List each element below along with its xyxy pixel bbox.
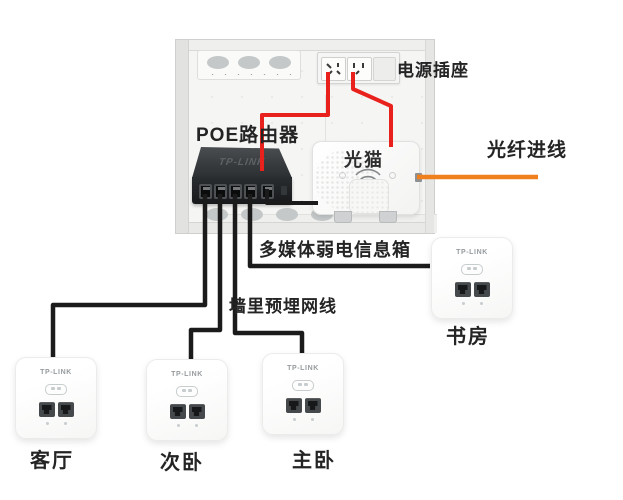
ap-ports <box>147 404 227 419</box>
modem-mark <box>389 172 396 179</box>
switch-port <box>261 184 274 199</box>
ap-ports <box>432 282 512 297</box>
rj45-port <box>188 404 205 419</box>
rj45-port <box>304 398 321 413</box>
rj45-port <box>169 404 186 419</box>
ap-indicator <box>461 264 483 275</box>
power-socket-label: 电源插座 <box>397 61 469 80</box>
embedded-cable-label: 墙里预埋网线 <box>229 297 337 316</box>
rj45-port <box>454 282 471 297</box>
ap-port-dots <box>16 422 96 425</box>
ap-indicator <box>176 386 198 397</box>
rj45-port <box>473 282 490 297</box>
room-label-living-room: 客厅 <box>30 450 74 472</box>
ap-indicator <box>292 380 314 391</box>
ap-indicator <box>45 384 67 395</box>
socket-outlet <box>347 57 372 81</box>
switch-port <box>244 184 257 199</box>
wall-ap-study: TP-LINK <box>431 237 513 319</box>
cable-bracket-top <box>197 50 301 80</box>
modem-flap <box>349 179 389 214</box>
ap-brand-logo: TP-LINK <box>287 365 319 372</box>
cable-hole <box>241 208 263 221</box>
room-label-study: 书房 <box>446 326 490 348</box>
poe-switch: TP-LINK <box>192 147 292 204</box>
wall-ap-second-bedroom: TP-LINK <box>146 359 228 441</box>
wall-ap-living-room: TP-LINK <box>15 357 97 439</box>
socket-blank-module <box>373 57 396 81</box>
box-left-flange <box>176 40 189 233</box>
fiber-inlet-label: 光纤进线 <box>487 140 568 161</box>
socket-outlet <box>321 57 346 81</box>
ap-port-dots <box>432 302 512 305</box>
switch-front-face <box>192 177 292 204</box>
room-label-master-bedroom: 主卧 <box>292 450 336 472</box>
socket-pins-icon <box>326 63 341 75</box>
switch-led <box>281 186 287 195</box>
rj45-port <box>57 402 74 417</box>
modem-mark <box>339 172 346 179</box>
room-label-second-bedroom: 次卧 <box>160 452 204 474</box>
cable-hole <box>276 208 298 221</box>
cable-hole <box>207 56 229 69</box>
modem-foot <box>334 211 352 223</box>
switch-brand-logo: TP-LINK <box>217 157 266 168</box>
rj45-port <box>285 398 302 413</box>
cable-hole <box>238 56 260 69</box>
socket-pins-icon <box>353 63 364 75</box>
poe-router-label: POE路由器 <box>196 125 300 146</box>
box-bottom-flange <box>176 222 434 233</box>
modem-foot <box>379 211 397 223</box>
ap-brand-logo: TP-LINK <box>40 369 72 376</box>
rj45-port <box>38 402 55 417</box>
optical-modem: 光猫 <box>312 141 422 223</box>
power-socket-panel <box>317 52 400 84</box>
ap-ports <box>263 398 343 413</box>
wall-ap-master-bedroom: TP-LINK <box>262 353 344 435</box>
fiber-connector <box>415 173 422 182</box>
modem-label: 光猫 <box>344 150 384 170</box>
ap-brand-logo: TP-LINK <box>171 371 203 378</box>
ap-ports <box>16 402 96 417</box>
switch-port <box>229 184 242 199</box>
ap-port-dots <box>147 424 227 427</box>
switch-top-face: TP-LINK <box>192 147 292 178</box>
cable-hole <box>206 208 228 221</box>
switch-port <box>214 184 227 199</box>
media-box-label: 多媒体弱电信息箱 <box>259 240 411 260</box>
ap-brand-logo: TP-LINK <box>456 249 488 256</box>
mounting-dots <box>206 73 294 76</box>
cable-hole <box>269 56 291 69</box>
ap-port-dots <box>263 418 343 421</box>
switch-port <box>199 184 212 199</box>
box-right-flange <box>425 40 434 233</box>
box-top-flange <box>176 40 434 51</box>
